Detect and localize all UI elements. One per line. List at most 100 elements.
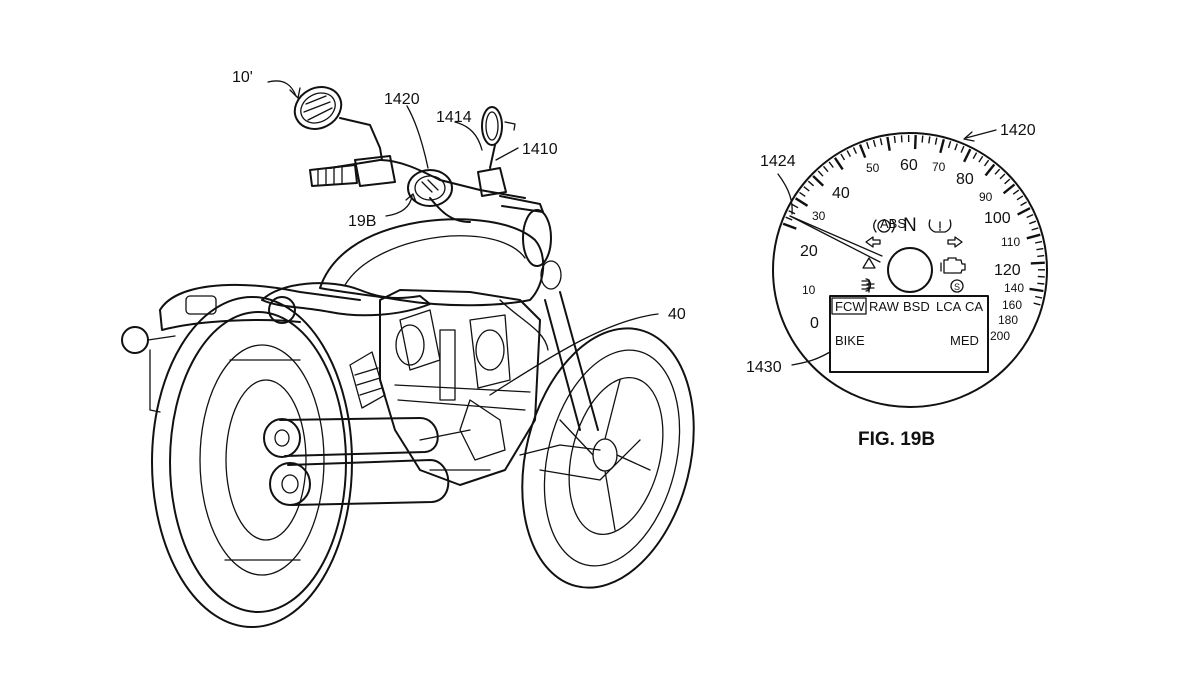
tick-mark (846, 150, 852, 158)
tick-label: 160 (1002, 298, 1022, 312)
check-engine-icon (940, 257, 966, 274)
tick-mark (999, 173, 1006, 180)
abs-icon: ABS (873, 216, 906, 233)
tick-mark (828, 161, 834, 168)
left-mirror (293, 86, 383, 161)
needle-hub (887, 247, 933, 293)
mode-label: RAW (869, 299, 900, 314)
front-wheel (521, 327, 695, 589)
speedometer-outer-ring (772, 132, 1048, 408)
tire-pressure-icon (928, 219, 952, 233)
tick-label: 110 (1001, 235, 1020, 249)
tick-label: 180 (998, 313, 1018, 327)
tick-mark (799, 191, 806, 197)
needle-ref-label: 1424 (760, 153, 796, 170)
switch-ref-label: 1410 (522, 141, 558, 158)
tick-mark (934, 137, 938, 145)
tick-mark (960, 145, 965, 153)
tick-mark (886, 136, 891, 151)
needle-ref-leader (777, 173, 793, 215)
screen-ref-leader (791, 351, 831, 366)
tick-label: 40 (832, 185, 850, 202)
tick-label: 100 (984, 210, 1011, 227)
tick-label: 200 (990, 329, 1010, 343)
tick-mark (921, 135, 924, 143)
detail-callout-label: 19B (348, 213, 376, 230)
tick-mark (1033, 302, 1041, 306)
tick-mark (803, 186, 810, 192)
tick-mark (994, 168, 1001, 175)
rear-fender (121, 283, 361, 413)
tick-mark (782, 222, 797, 230)
motorcycle-leaders (267, 80, 659, 396)
tick-mark (1004, 178, 1011, 185)
tick-mark (984, 163, 996, 177)
mode-label: LCA (936, 299, 962, 314)
gear-indicator: N (903, 215, 917, 236)
tick-label: 80 (956, 171, 974, 188)
tick-mark (1012, 189, 1020, 195)
tick-label: 120 (994, 262, 1021, 279)
right-mirror (481, 106, 516, 169)
mode-label: FCW (835, 299, 865, 314)
motorcycle-drawing: 10' 1420 1414 1410 19B 40 (121, 69, 695, 628)
screen-status-left: BIKE (835, 333, 865, 348)
tick-label: 10 (802, 283, 816, 297)
fog-light-icon (861, 278, 875, 293)
tick-label: 30 (812, 209, 826, 223)
handlebars (309, 155, 544, 223)
vehicle-ref-label: 10' (232, 69, 253, 86)
tick-mark (1020, 201, 1027, 207)
tick-mark (785, 216, 793, 221)
screen-ref-label: 1430 (746, 359, 782, 376)
rear-shock (349, 351, 386, 409)
tick-mark (963, 148, 972, 163)
tick-mark (794, 197, 809, 207)
gauge-ref-label: 1420 (1000, 122, 1036, 139)
tick-mark (983, 159, 990, 167)
rear-wheel (151, 296, 353, 628)
tick-mark (1036, 247, 1044, 251)
tick-mark (1037, 254, 1045, 258)
tick-mark (1017, 207, 1031, 216)
tick-mark (939, 138, 945, 154)
tick-mark (822, 165, 829, 173)
tick-mark (1026, 233, 1041, 240)
tick-mark (866, 141, 870, 150)
seat (261, 282, 431, 317)
speedometer-ticks (782, 134, 1045, 306)
tick-label: 140 (1004, 281, 1024, 295)
tick-label: 70 (932, 160, 946, 174)
front-fork (544, 291, 599, 431)
exhaust-pipes (263, 417, 491, 506)
selected-mode-box (831, 297, 867, 315)
tick-mark (1034, 240, 1043, 244)
tick-mark (817, 170, 824, 177)
tick-mark (1002, 183, 1016, 195)
engine-ref-label: 40 (668, 306, 686, 323)
tick-mark (1029, 287, 1044, 293)
tick-mark (947, 140, 952, 149)
stability-icon: S (950, 279, 964, 293)
tick-label: 0 (810, 315, 819, 332)
tick-label: 50 (866, 161, 880, 175)
tick-mark (928, 136, 931, 144)
tick-mark (791, 203, 799, 209)
tick-mark (1031, 227, 1039, 231)
tick-mark (893, 135, 896, 143)
mirror-ref-label: 1414 (436, 109, 472, 126)
handlebar-display (407, 169, 453, 207)
tick-mark (872, 139, 877, 147)
abs-text: ABS (880, 216, 906, 231)
info-screen (829, 295, 989, 373)
fuel-tank (319, 218, 545, 307)
tick-mark (978, 155, 984, 163)
tick-mark (1030, 261, 1045, 265)
speedometer: 0 10 20 30 40 50 60 70 80 90 100 110 120… (746, 122, 1048, 450)
tick-mark (1026, 213, 1034, 219)
tick-mark (840, 153, 846, 161)
tick-mark (852, 147, 858, 154)
tick-mark (1016, 195, 1024, 201)
tick-label: 90 (979, 190, 993, 204)
